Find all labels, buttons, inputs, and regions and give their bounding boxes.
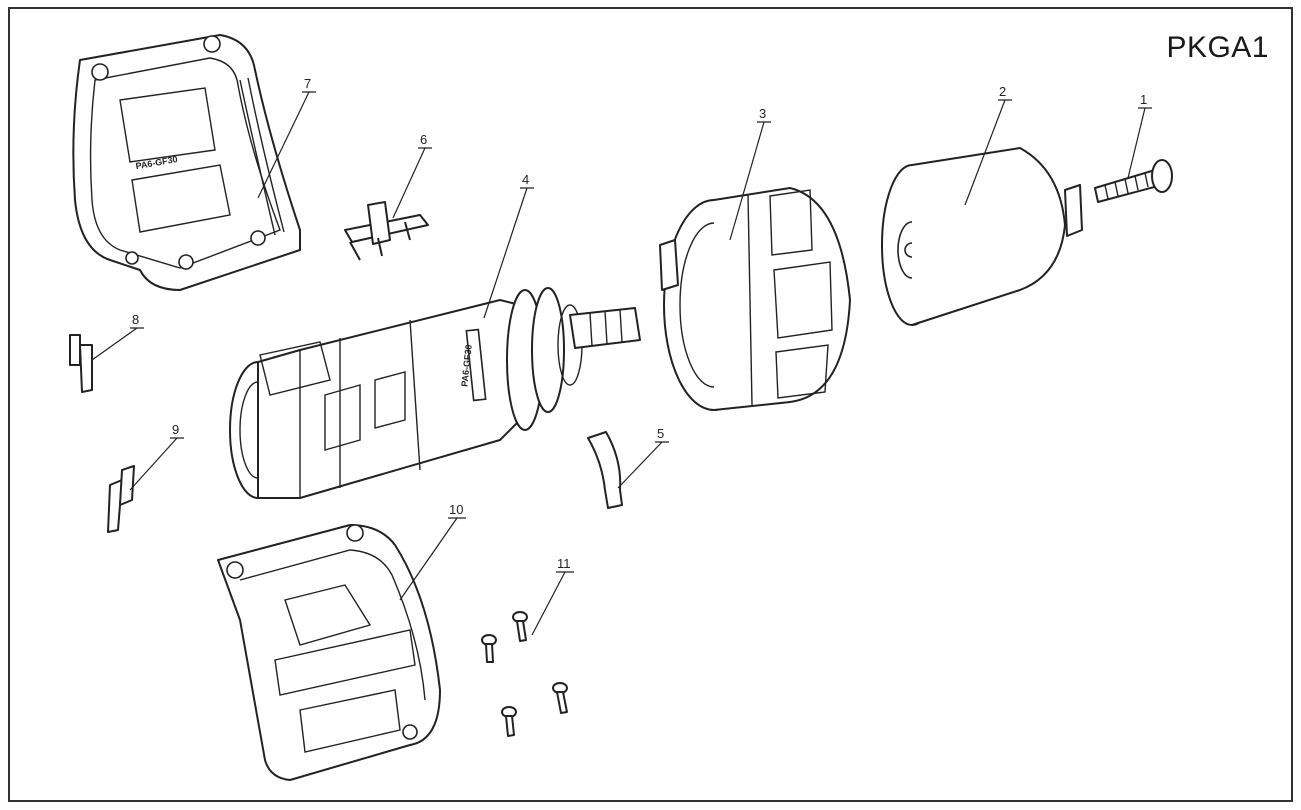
part-11-screws <box>481 611 568 737</box>
screw-b <box>512 611 528 642</box>
leader-8 <box>91 327 144 361</box>
part-3-collar <box>659 187 851 411</box>
callout-5: 5 <box>657 426 664 441</box>
callout-1: 1 <box>1140 92 1147 107</box>
part-6-slider <box>344 201 429 261</box>
part-8-clip <box>69 334 93 393</box>
part-4-material-stamp: PA6-GF30 <box>459 344 473 387</box>
leader-9 <box>129 437 184 491</box>
leader-2 <box>964 99 1012 206</box>
callout-9: 9 <box>172 422 179 437</box>
part-2-chuck <box>881 147 1083 326</box>
leader-3 <box>729 121 771 241</box>
part-10-lower-housing <box>217 524 441 781</box>
part-1-screw <box>1094 159 1173 203</box>
screw-d <box>552 682 568 714</box>
screw-a <box>481 634 497 663</box>
part-9-clip <box>107 465 135 533</box>
part-5-curved-clip <box>587 431 623 509</box>
callout-2: 2 <box>999 84 1006 99</box>
callout-6: 6 <box>420 132 427 147</box>
screw-c <box>501 706 517 737</box>
callout-4: 4 <box>522 172 529 187</box>
callout-7: 7 <box>304 76 311 91</box>
model-code: PKGA1 <box>1166 31 1269 64</box>
leader-5 <box>617 441 669 489</box>
leader-11 <box>531 571 574 636</box>
callout-3: 3 <box>759 106 766 121</box>
callout-8: 8 <box>132 312 139 327</box>
leader-1 <box>1127 107 1152 179</box>
leader-7 <box>257 91 316 199</box>
part-4-gearbox-assembly: PA6-GF30 <box>229 287 641 499</box>
leader-4 <box>483 187 534 319</box>
callouts: 1 2 3 4 5 6 7 8 9 10 11 <box>91 76 1152 636</box>
leader-6 <box>392 147 432 219</box>
leader-10 <box>399 517 466 601</box>
callout-11: 11 <box>557 556 571 571</box>
part-7-upper-housing: PA6-GF30 <box>72 34 301 291</box>
callout-10: 10 <box>449 502 463 517</box>
